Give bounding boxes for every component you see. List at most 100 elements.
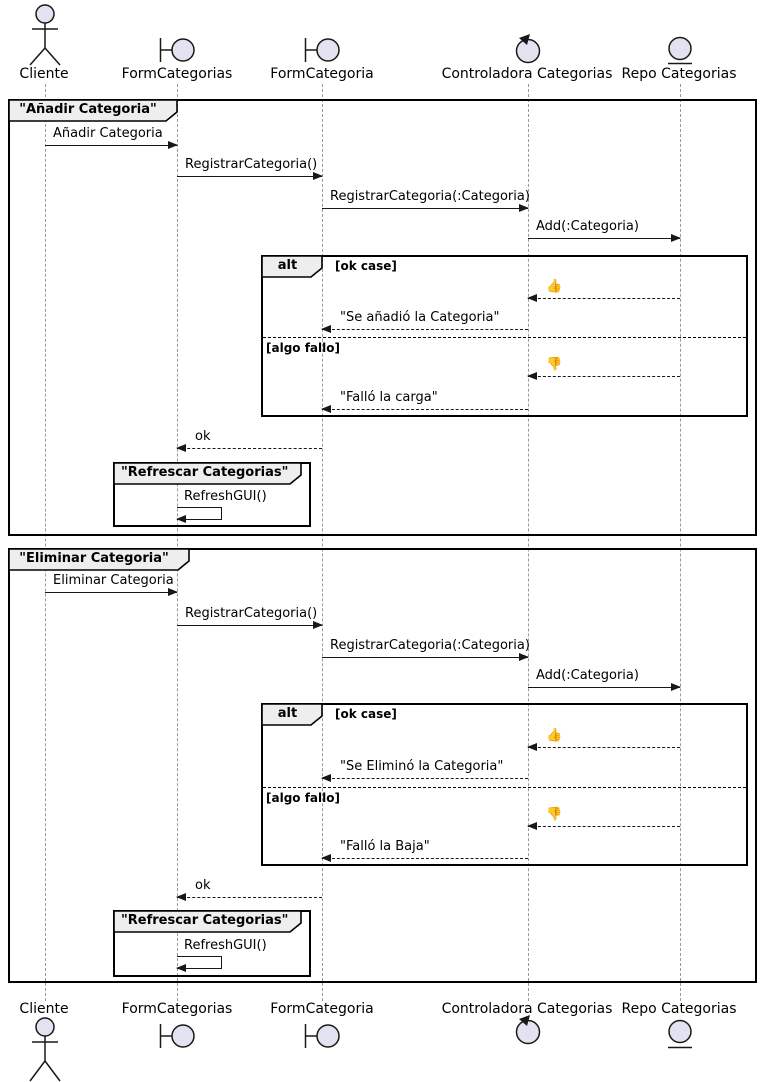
arrow-head: [168, 141, 178, 149]
frame-eliminar-categoria: "Eliminar Categoria": [8, 548, 757, 983]
participant-label-formcategoria: FormCategoria: [270, 66, 374, 82]
control-icon: [515, 1015, 541, 1045]
message-label: RefreshGUI(): [184, 489, 267, 504]
arrow-line: [177, 897, 322, 898]
thumbs-up-icon: 👍: [546, 728, 563, 743]
arrow-line: [322, 409, 528, 410]
alt-keyword: alt: [277, 258, 298, 273]
entity-icon: [668, 1019, 692, 1049]
arrow-line: [528, 747, 680, 748]
arrow-head: [527, 294, 537, 302]
arrow-line: [322, 329, 528, 330]
arrow-head: [321, 774, 331, 782]
arrow-head: [321, 854, 331, 862]
frame-title-tab: "Eliminar Categoria": [8, 548, 190, 571]
arrow-line: [528, 826, 680, 827]
arrow-line: [177, 968, 222, 969]
participant-label-controladora: Controladora Categorias: [441, 66, 613, 82]
arrow-line: [322, 657, 528, 658]
arrow-line: [177, 507, 222, 508]
arrow-line: [322, 858, 528, 859]
participant-label-formcategoria: FormCategoria: [270, 1001, 374, 1017]
guard-algo-fallo: [algo fallo]: [266, 791, 340, 805]
participant-label-controladora: Controladora Categorias: [441, 1001, 613, 1017]
arrow-line: [528, 298, 680, 299]
arrow-head: [176, 444, 186, 452]
message-label: "Se añadió la Categoria": [340, 310, 500, 325]
frame-anadir-categoria: "Añadir Categoria": [8, 99, 757, 536]
arrow-line: [221, 956, 222, 968]
arrow-line: [45, 145, 177, 146]
arrow-head: [671, 234, 681, 242]
arrow-line: [221, 507, 222, 519]
arrow-head: [321, 405, 331, 413]
frame-title: "Eliminar Categoria": [19, 551, 169, 566]
alt-fragment: alt [ok case] [algo fallo]: [261, 703, 748, 866]
message-label: RegistrarCategoria(:Categoria): [330, 189, 530, 204]
participant-label-cliente: Cliente: [19, 66, 69, 82]
arrow-head: [527, 743, 537, 751]
alt-keyword-tab: alt: [261, 703, 324, 726]
frame-title-tab: "Añadir Categoria": [8, 99, 178, 122]
message-label: ok: [195, 878, 211, 893]
boundary-icon: [304, 1024, 340, 1048]
frame-title: "Refrescar Categorias": [121, 465, 289, 480]
boundary-icon: [159, 38, 195, 62]
guard-ok-case: [ok case]: [335, 259, 397, 273]
message-label: RegistrarCategoria(): [185, 157, 318, 172]
message-label: Add(:Categoria): [536, 668, 639, 683]
participant-label-formcategorias: FormCategorias: [121, 1001, 233, 1017]
message-label: "Falló la carga": [340, 390, 438, 405]
arrow-head: [176, 964, 186, 972]
message-label: ok: [195, 429, 211, 444]
lifeline-repo-categorias: [680, 84, 681, 1001]
arrow-head: [176, 515, 186, 523]
arrow-head: [321, 325, 331, 333]
arrow-head: [168, 588, 178, 596]
arrow-head: [313, 172, 323, 180]
arrow-line: [322, 778, 528, 779]
entity-icon: [668, 36, 692, 65]
boundary-icon: [159, 1024, 195, 1048]
arrow-head: [313, 621, 323, 629]
guard-algo-fallo: [algo fallo]: [266, 341, 340, 355]
arrow-line: [177, 519, 222, 520]
thumbs-down-icon: 👎: [546, 357, 563, 372]
arrow-line: [45, 592, 177, 593]
message-label: Añadir Categoria: [53, 126, 163, 141]
actor-icon: [29, 4, 61, 66]
message-label: "Se Eliminó la Categoria": [340, 759, 504, 774]
message-label: Eliminar Categoria: [53, 573, 174, 588]
arrow-head: [519, 204, 529, 212]
alt-keyword-tab: alt: [261, 255, 324, 278]
frame-title: "Refrescar Categorias": [121, 913, 289, 928]
message-label: Add(:Categoria): [536, 219, 639, 234]
arrow-head: [671, 683, 681, 691]
control-icon: [515, 34, 541, 64]
frame-refrescar-categorias: "Refrescar Categorias": [113, 910, 311, 977]
guard-ok-case: [ok case]: [335, 707, 397, 721]
message-label: RefreshGUI(): [184, 938, 267, 953]
arrow-line: [528, 238, 680, 239]
participant-label-formcategorias: FormCategorias: [121, 66, 233, 82]
message-label: "Falló la Baja": [340, 839, 430, 854]
arrow-line: [177, 448, 322, 449]
alt-divider: [263, 337, 746, 338]
thumbs-up-icon: 👍: [546, 279, 563, 294]
lifeline-controladora-categorias: [528, 84, 529, 1001]
frame-title-tab: "Refrescar Categorias": [113, 462, 303, 485]
arrow-head: [176, 893, 186, 901]
frame-refrescar-categorias: "Refrescar Categorias": [113, 462, 311, 527]
message-label: RegistrarCategoria(): [185, 606, 318, 621]
alt-keyword: alt: [277, 706, 298, 721]
lifeline-cliente: [45, 84, 46, 1001]
alt-divider: [263, 787, 746, 788]
arrow-line: [177, 176, 322, 177]
arrow-line: [177, 956, 222, 957]
arrow-line: [177, 625, 322, 626]
arrow-line: [322, 208, 528, 209]
message-label: RegistrarCategoria(:Categoria): [330, 638, 530, 653]
actor-icon: [29, 1017, 61, 1082]
arrow-head: [527, 372, 537, 380]
